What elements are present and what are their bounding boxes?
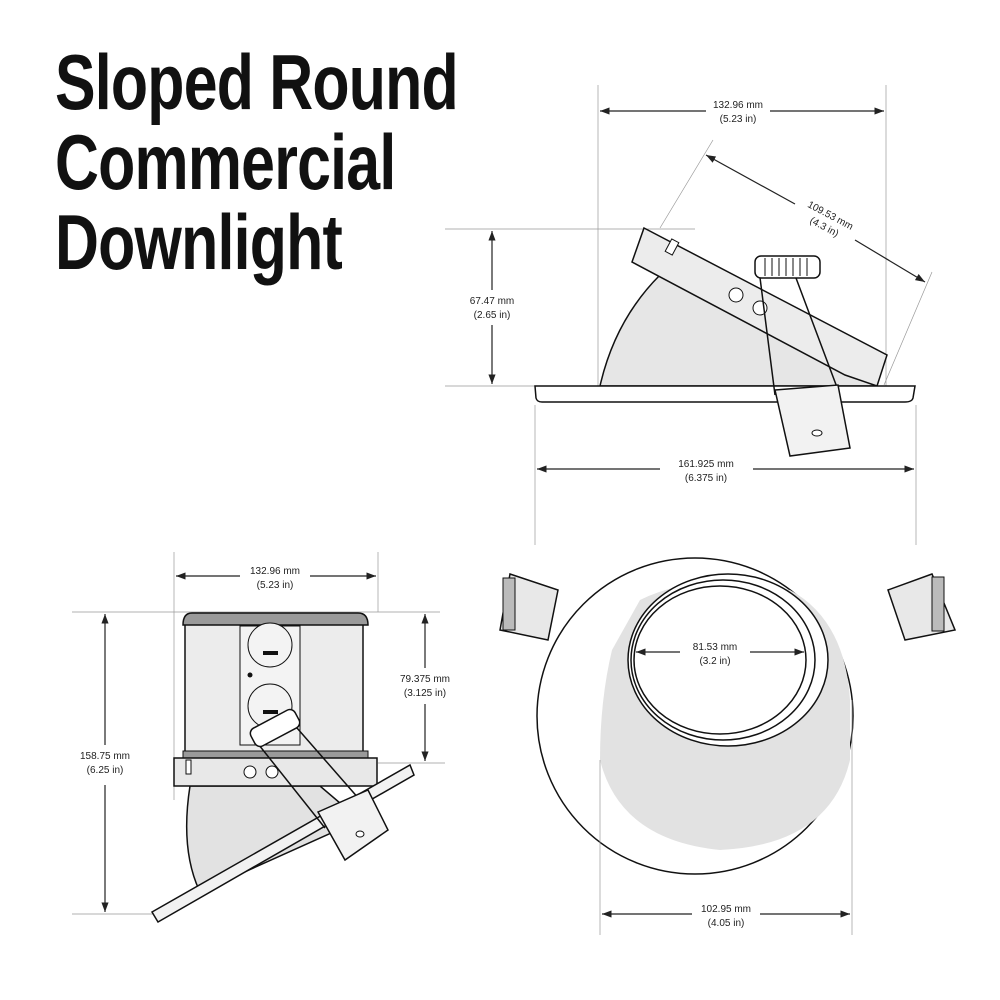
flange-width-in: (6.375 in) <box>685 473 727 484</box>
opening-mm: 81.53 mm <box>693 642 737 653</box>
title-line-3: Downlight <box>55 198 343 286</box>
total-height-in: (6.25 in) <box>87 765 124 776</box>
side-view-drawing: 132.96 mm (5.23 in) 109.53 mm (4.3 in) 6… <box>445 85 933 545</box>
side-height-in: (2.65 in) <box>474 310 511 321</box>
front-width-in: (5.23 in) <box>257 580 294 591</box>
front-width-mm: 132.96 mm <box>250 566 300 577</box>
housing-height-mm: 79.375 mm <box>400 674 450 685</box>
title-line-2: Commercial <box>55 118 396 206</box>
opening-in: (3.2 in) <box>699 656 730 667</box>
cone-width-in: (4.05 in) <box>708 918 745 929</box>
cone-width-mm: 102.95 mm <box>701 904 751 915</box>
bottom-view-drawing: 81.53 mm (3.2 in) 102.95 mm (4.05 in) <box>499 557 957 935</box>
housing-height-in: (3.125 in) <box>404 688 446 699</box>
front-view-drawing: 132.96 mm (5.23 in) 79.375 mm (3.125 in)… <box>72 552 450 924</box>
side-width-mm: 132.96 mm <box>713 100 763 111</box>
title-line-1: Sloped Round <box>55 38 459 126</box>
side-height-mm: 67.47 mm <box>470 296 514 307</box>
flange-width-mm: 161.925 mm <box>678 459 734 470</box>
page-title: Sloped Round Commercial Downlight <box>55 38 459 286</box>
side-width-in: (5.23 in) <box>720 114 757 125</box>
total-height-mm: 158.75 mm <box>80 751 130 762</box>
